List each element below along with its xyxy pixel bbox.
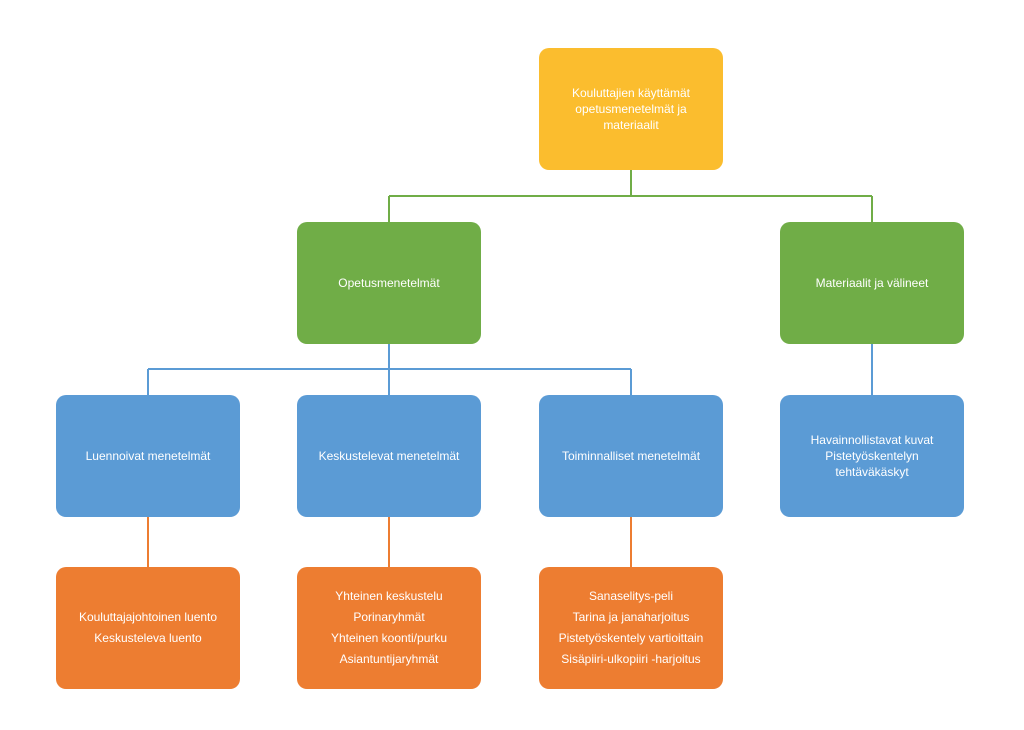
node-text: Luennoivat menetelmät bbox=[85, 449, 211, 463]
node-text: Toiminnalliset menetelmät bbox=[561, 449, 701, 463]
node-toiminnalliset-menetelmat: Toiminnalliset menetelmät bbox=[539, 395, 723, 517]
node-list-item: Pistetyöskentely vartioittain bbox=[558, 631, 704, 645]
node-list-item: Sanaselitys-peli bbox=[588, 589, 674, 603]
root-connectors bbox=[388, 170, 873, 222]
node-opetusmenetelmat: Opetusmenetelmät bbox=[297, 222, 481, 344]
level1-connectors bbox=[147, 344, 873, 395]
node-luennoivat-details: Kouluttajajohtoinen luento Keskusteleva … bbox=[56, 567, 240, 689]
node-text: Kouluttajien käyttämät bbox=[571, 86, 691, 100]
level2-connectors bbox=[147, 517, 632, 567]
node-text: Materiaalit ja välineet bbox=[815, 276, 929, 290]
node-text: Pistetyöskentelyn bbox=[825, 449, 919, 463]
node-list-item: Asiantuntijaryhmät bbox=[339, 652, 439, 666]
node-text: tehtäväkäskyt bbox=[835, 465, 909, 479]
node-list-item: Yhteinen koonti/purku bbox=[330, 631, 448, 645]
node-list-item: Sisäpiiri-ulkopiiri -harjoitus bbox=[561, 652, 701, 666]
node-keskustelevat-menetelmat: Keskustelevat menetelmät bbox=[297, 395, 481, 517]
node-toiminnalliset-details: Sanaselitys-peli Tarina ja janaharjoitus… bbox=[539, 567, 723, 689]
node-havainnollistavat-kuvat: Havainnollistavat kuvat Pistetyöskentely… bbox=[780, 395, 964, 517]
node-list-item: Tarina ja janaharjoitus bbox=[572, 610, 690, 624]
node-text: opetusmenetelmät ja bbox=[575, 102, 687, 116]
node-list-item: Yhteinen keskustelu bbox=[335, 589, 443, 603]
node-text: Opetusmenetelmät bbox=[338, 276, 440, 290]
node-text: Keskustelevat menetelmät bbox=[318, 449, 460, 463]
node-list-item: Porinaryhmät bbox=[353, 610, 425, 624]
node-materiaalit-ja-valineet: Materiaalit ja välineet bbox=[780, 222, 964, 344]
node-list-item: Keskusteleva luento bbox=[94, 631, 202, 645]
node-list-item: Kouluttajajohtoinen luento bbox=[78, 610, 218, 624]
node-text: Havainnollistavat kuvat bbox=[810, 433, 934, 447]
node-text: materiaalit bbox=[603, 118, 659, 132]
node-keskustelevat-details: Yhteinen keskustelu Porinaryhmät Yhteine… bbox=[297, 567, 481, 689]
node-luennoivat-menetelmat: Luennoivat menetelmät bbox=[56, 395, 240, 517]
node-root: Kouluttajien käyttämät opetusmenetelmät … bbox=[539, 48, 723, 170]
